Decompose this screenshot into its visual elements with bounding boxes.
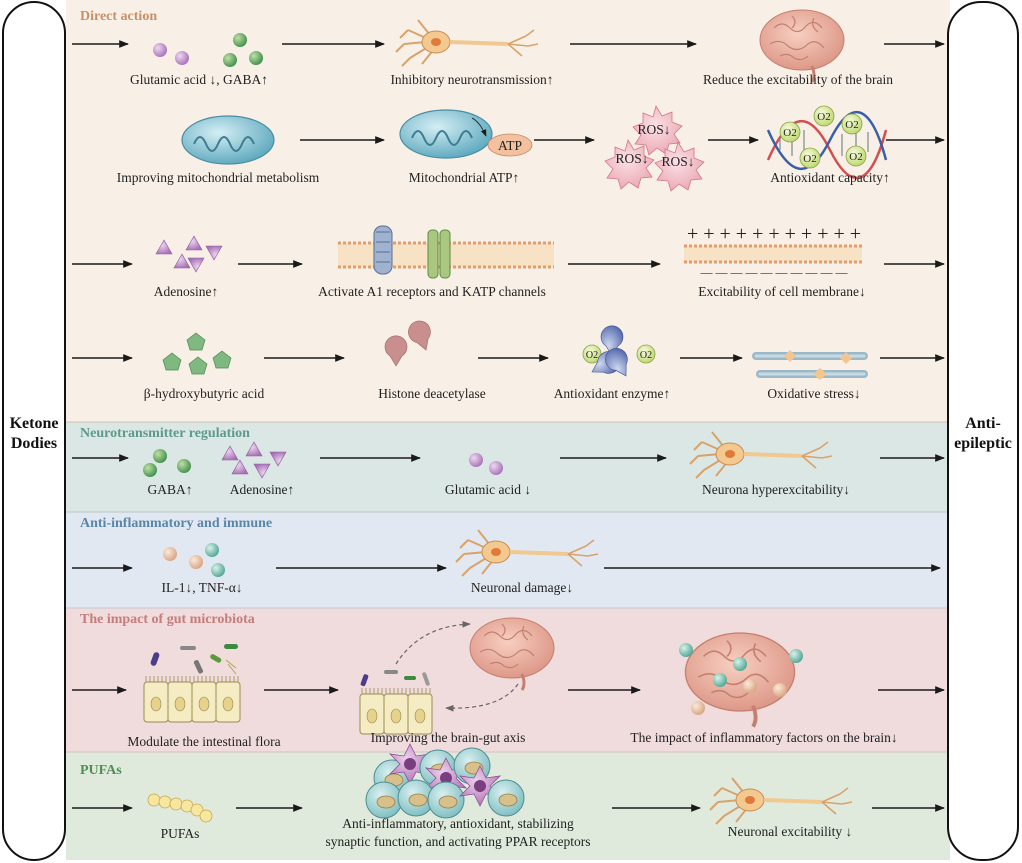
label-glutamic-gaba: Glutamic acid ↓, GABA↑ [130,72,268,87]
inflammatory-panel [66,512,950,608]
o2-text: O2 [640,350,652,361]
o2-text: O2 [783,127,796,139]
ros-text: ROS↓ [661,154,694,169]
direct-action-title: Direct action [80,9,157,24]
neurotransmitter-panel [66,422,950,512]
neurotransmitter-title: Neurotransmitter regulation [80,426,250,441]
pufas-row: PUFAs Anti-inflammatory, antioxidant, st… [72,743,945,849]
pillar-left-line1: Ketone [10,415,59,432]
gut-title: The impact of gut microbiota [80,612,255,627]
label-pufa-effects-1: Anti-inflammatory, antioxidant, stabiliz… [342,816,574,831]
pufas-title: PUFAs [80,763,122,778]
pillar-right-line2: epileptic [954,435,1012,452]
o2-text: O2 [817,111,830,123]
membrane-receptor-icon [338,225,554,279]
ros-text: ROS↓ [615,151,648,166]
label-inhibitory: Inhibitory neurotransmission↑ [390,72,553,87]
label-hdac: Histone deacetylase [378,386,486,401]
o2-text: O2 [849,151,862,163]
direct-row-3: Adenosine↑ Activate A1 receptors and KAT… [72,223,945,299]
charged-membrane-icon [684,244,862,264]
inflammatory-title: Anti-inflammatory and immune [80,516,272,531]
direct-row-4: β-hydroxybutyric acid Histone deacetylas… [72,317,945,401]
ros-text: ROS↓ [637,122,670,137]
label-inflammatory-factors: The impact of inflammatory factors on th… [630,730,897,745]
inflammatory-row: IL-1↓, TNF-α↓ Neuronal damage↓ [72,528,941,595]
label-reduce-excitability: Reduce the excitability of the brain [703,72,893,87]
inflamed-brain-icon [679,631,803,729]
damaged-fiber-icon [752,350,868,380]
label-mito-metabolism: Improving mitochondrial metabolism [117,170,320,185]
anti-epileptic-pillar: Anti- epileptic [947,1,1019,861]
label-mito-atp: Mitochondrial ATP↑ [409,170,520,185]
o2-text: O2 [803,153,816,165]
o2-text: O2 [586,350,598,361]
label-neuronal-excitability: Neuronal excitability ↓ [728,824,852,839]
brain-gut-axis-icon [359,616,556,735]
label-a1-katp: Activate A1 receptors and KATP channels [318,284,546,299]
label-neuronal-damage: Neuronal damage↓ [471,580,573,595]
gaba-balls-icon [143,449,191,477]
neurotransmitter-row: GABA↑ Adenosine↑ Glutamic acid ↓ Neurona… [72,430,945,497]
ros-burst-icon [604,104,705,192]
label-pufa-effects-2: synaptic function, and activating PPAR r… [326,834,591,849]
label-oxidative-stress: Oxidative stress↓ [767,386,860,401]
direct-row-2: Improving mitochondrial metabolism ATP M… [117,104,945,192]
label-gaba: GABA↑ [147,482,192,497]
o2-bubble-icon [779,105,867,169]
label-glutamic: Glutamic acid ↓ [445,482,531,497]
label-antioxidant-enzyme: Antioxidant enzyme↑ [554,386,671,401]
minus-charges: — — — — — — — — — — [700,265,849,279]
label-brain-gut-axis: Improving the brain-gut axis [371,730,526,745]
fatty-acid-chain-icon [147,793,213,823]
o2-text: O2 [845,119,858,131]
label-pufas: PUFAs [161,826,200,841]
antioxidant-enzyme-icon [582,325,656,382]
label-antioxidant-capacity: Antioxidant capacity↑ [770,170,890,185]
label-membrane-excitability: Excitability of cell membrane↓ [698,284,866,299]
label-il1-tnf: IL-1↓, TNF-α↓ [161,580,242,595]
label-bhb: β-hydroxybutyric acid [144,386,265,401]
glutamate-balls-icon [469,453,503,475]
mitochondrion-icon [399,109,493,159]
atp-badge [487,133,533,157]
direct-row-1: Glutamic acid ↓, GABA↑ Inhibitory neurot… [72,8,945,87]
molecule-balls-icon [153,33,263,67]
label-adenosine: Adenosine↑ [230,482,295,497]
ketone-bodies-pillar: Ketone Dodies [2,1,66,861]
label-adenosine: Adenosine↑ [154,284,219,299]
mitochondrion-icon [181,115,275,165]
cytokine-balls-icon [163,543,225,577]
atp-text: ATP [498,138,522,153]
pillar-left-line2: Dodies [11,435,57,452]
label-hyperexcitability: Neurona hyperexcitability↓ [702,482,850,497]
plus-charges: + + + + + + + + + + + [687,223,861,245]
gut-row: Modulate the intestinal flora Improving … [72,616,945,749]
intestinal-villi-icon [143,675,241,723]
bacteria-icon [150,644,238,675]
pillar-right-line1: Anti- [965,415,1001,432]
label-intestinal-flora: Modulate the intestinal flora [127,734,280,749]
